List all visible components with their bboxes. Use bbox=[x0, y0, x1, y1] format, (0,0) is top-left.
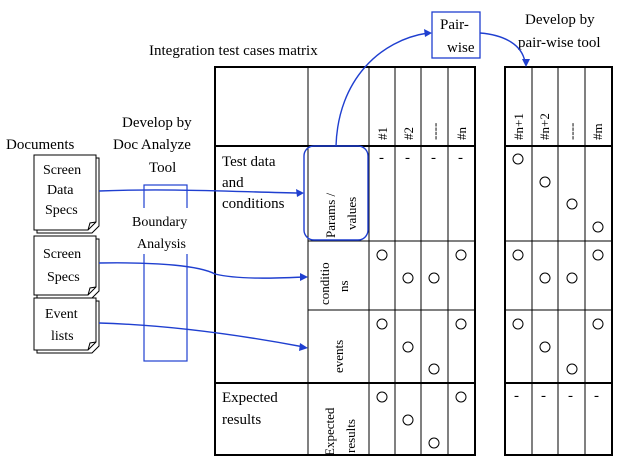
cell-circle bbox=[592, 221, 604, 233]
doc3-line-2: lists bbox=[51, 329, 74, 344]
col-header-2: #2 bbox=[401, 127, 416, 140]
cell-circle bbox=[376, 318, 388, 330]
document-screen-data-specs bbox=[33, 154, 97, 231]
sub-params-line-1: Params / bbox=[323, 192, 338, 238]
doc1-line-3: Specs bbox=[45, 203, 78, 218]
cell-circle bbox=[592, 249, 604, 261]
cell-circle bbox=[539, 272, 551, 284]
cell-circle bbox=[592, 318, 604, 330]
cell-circle bbox=[455, 249, 467, 261]
row-test-data-line-2: and bbox=[222, 175, 244, 191]
boundary-line-1: Boundary bbox=[132, 215, 187, 230]
document-event-lists bbox=[33, 297, 97, 351]
cell-circle bbox=[455, 391, 467, 403]
col-header-n: #n bbox=[454, 127, 469, 141]
cell-circle bbox=[539, 341, 551, 353]
col-header-1: #1 bbox=[375, 127, 390, 140]
sub-expected-line-2: results bbox=[343, 419, 358, 453]
pairwise-tool-line-1: Develop by bbox=[525, 12, 595, 28]
arrow-head bbox=[424, 29, 432, 37]
pairwise-tool-line-2: pair-wise tool bbox=[518, 35, 601, 51]
cell-circle bbox=[566, 198, 578, 210]
cell-circle bbox=[428, 363, 440, 375]
sub-params-line-2: values bbox=[344, 197, 359, 230]
col-header-3: ---- bbox=[427, 123, 442, 140]
row-expected-line-1: Expected bbox=[222, 390, 278, 406]
cell-circle bbox=[566, 363, 578, 375]
document-fold bbox=[87, 341, 97, 351]
col-header-m: #m bbox=[590, 123, 605, 140]
analyze-tool-bar bbox=[143, 184, 188, 362]
doc1-line-2: Data bbox=[47, 183, 74, 198]
arrow-events-to-events-row bbox=[98, 322, 305, 348]
col-header-ellipsis: ---- bbox=[564, 123, 579, 140]
sub-events: events bbox=[331, 340, 346, 373]
cell-circle bbox=[402, 341, 414, 353]
sub-expected-line-1: Expected bbox=[322, 407, 337, 456]
sub-conditions-line-2: ns bbox=[336, 280, 351, 292]
cell-dash: - bbox=[405, 150, 410, 166]
arrow-data-specs-to-params bbox=[98, 189, 301, 194]
row-test-data-line-1: Test data bbox=[222, 154, 276, 170]
cell-circle bbox=[566, 272, 578, 284]
document-screen-specs bbox=[33, 235, 97, 296]
pairwise-box-line-1: Pair- bbox=[440, 17, 469, 33]
sub-conditions-line-1: conditio bbox=[317, 262, 332, 305]
document-fold bbox=[87, 221, 97, 231]
arrow-params-to-pairwise bbox=[335, 32, 429, 147]
cell-dash: - bbox=[541, 388, 546, 404]
arrow-head bbox=[300, 273, 308, 281]
doc2-line-1: Screen bbox=[43, 247, 81, 262]
cell-circle bbox=[512, 249, 524, 261]
cell-dash: - bbox=[458, 150, 463, 166]
cell-circle bbox=[402, 414, 414, 426]
pairwise-box bbox=[431, 11, 481, 59]
document-shadow bbox=[36, 300, 100, 354]
arrow-head bbox=[299, 343, 308, 351]
cell-dash: - bbox=[568, 388, 573, 404]
arrow-head bbox=[522, 59, 530, 67]
analyze-tool-line-2: Doc Analyze bbox=[113, 137, 191, 153]
cell-circle bbox=[539, 176, 551, 188]
row-test-data-line-3: conditions bbox=[222, 196, 285, 212]
col-header-n-plus-1: #n+1 bbox=[511, 113, 526, 140]
cell-circle bbox=[512, 153, 524, 165]
document-fold bbox=[87, 286, 97, 296]
cell-dash: - bbox=[379, 150, 384, 166]
cell-circle bbox=[512, 318, 524, 330]
cell-dash: - bbox=[431, 150, 436, 166]
matrix-left-frame bbox=[214, 66, 476, 456]
cell-circle bbox=[455, 318, 467, 330]
cell-dash: - bbox=[594, 388, 599, 404]
cell-circle bbox=[376, 391, 388, 403]
doc1-line-1: Screen bbox=[43, 163, 81, 178]
pairwise-box-line-2: wise bbox=[447, 40, 475, 56]
cell-circle bbox=[428, 272, 440, 284]
arrow-screen-specs-to-conditions bbox=[98, 262, 305, 279]
analyze-tool-line-3: Tool bbox=[149, 160, 176, 176]
cell-circle bbox=[402, 272, 414, 284]
arrow-pairwise-to-tool bbox=[479, 32, 526, 63]
boundary-label-bg bbox=[128, 208, 204, 254]
matrix-title: Integration test cases matrix bbox=[149, 43, 318, 59]
arrow-head bbox=[296, 189, 304, 197]
document-shadow bbox=[36, 157, 100, 234]
row-expected-line-2: results bbox=[222, 412, 261, 428]
doc2-line-2: Specs bbox=[47, 270, 80, 285]
cell-dash: - bbox=[514, 388, 519, 404]
documents-label: Documents bbox=[6, 137, 74, 153]
cell-circle bbox=[376, 249, 388, 261]
analyze-tool-line-1: Develop by bbox=[122, 115, 192, 131]
boundary-line-2: Analysis bbox=[137, 237, 186, 252]
doc3-line-1: Event bbox=[45, 307, 78, 322]
cell-circle bbox=[428, 437, 440, 449]
col-header-n-plus-2: #n+2 bbox=[537, 113, 552, 140]
